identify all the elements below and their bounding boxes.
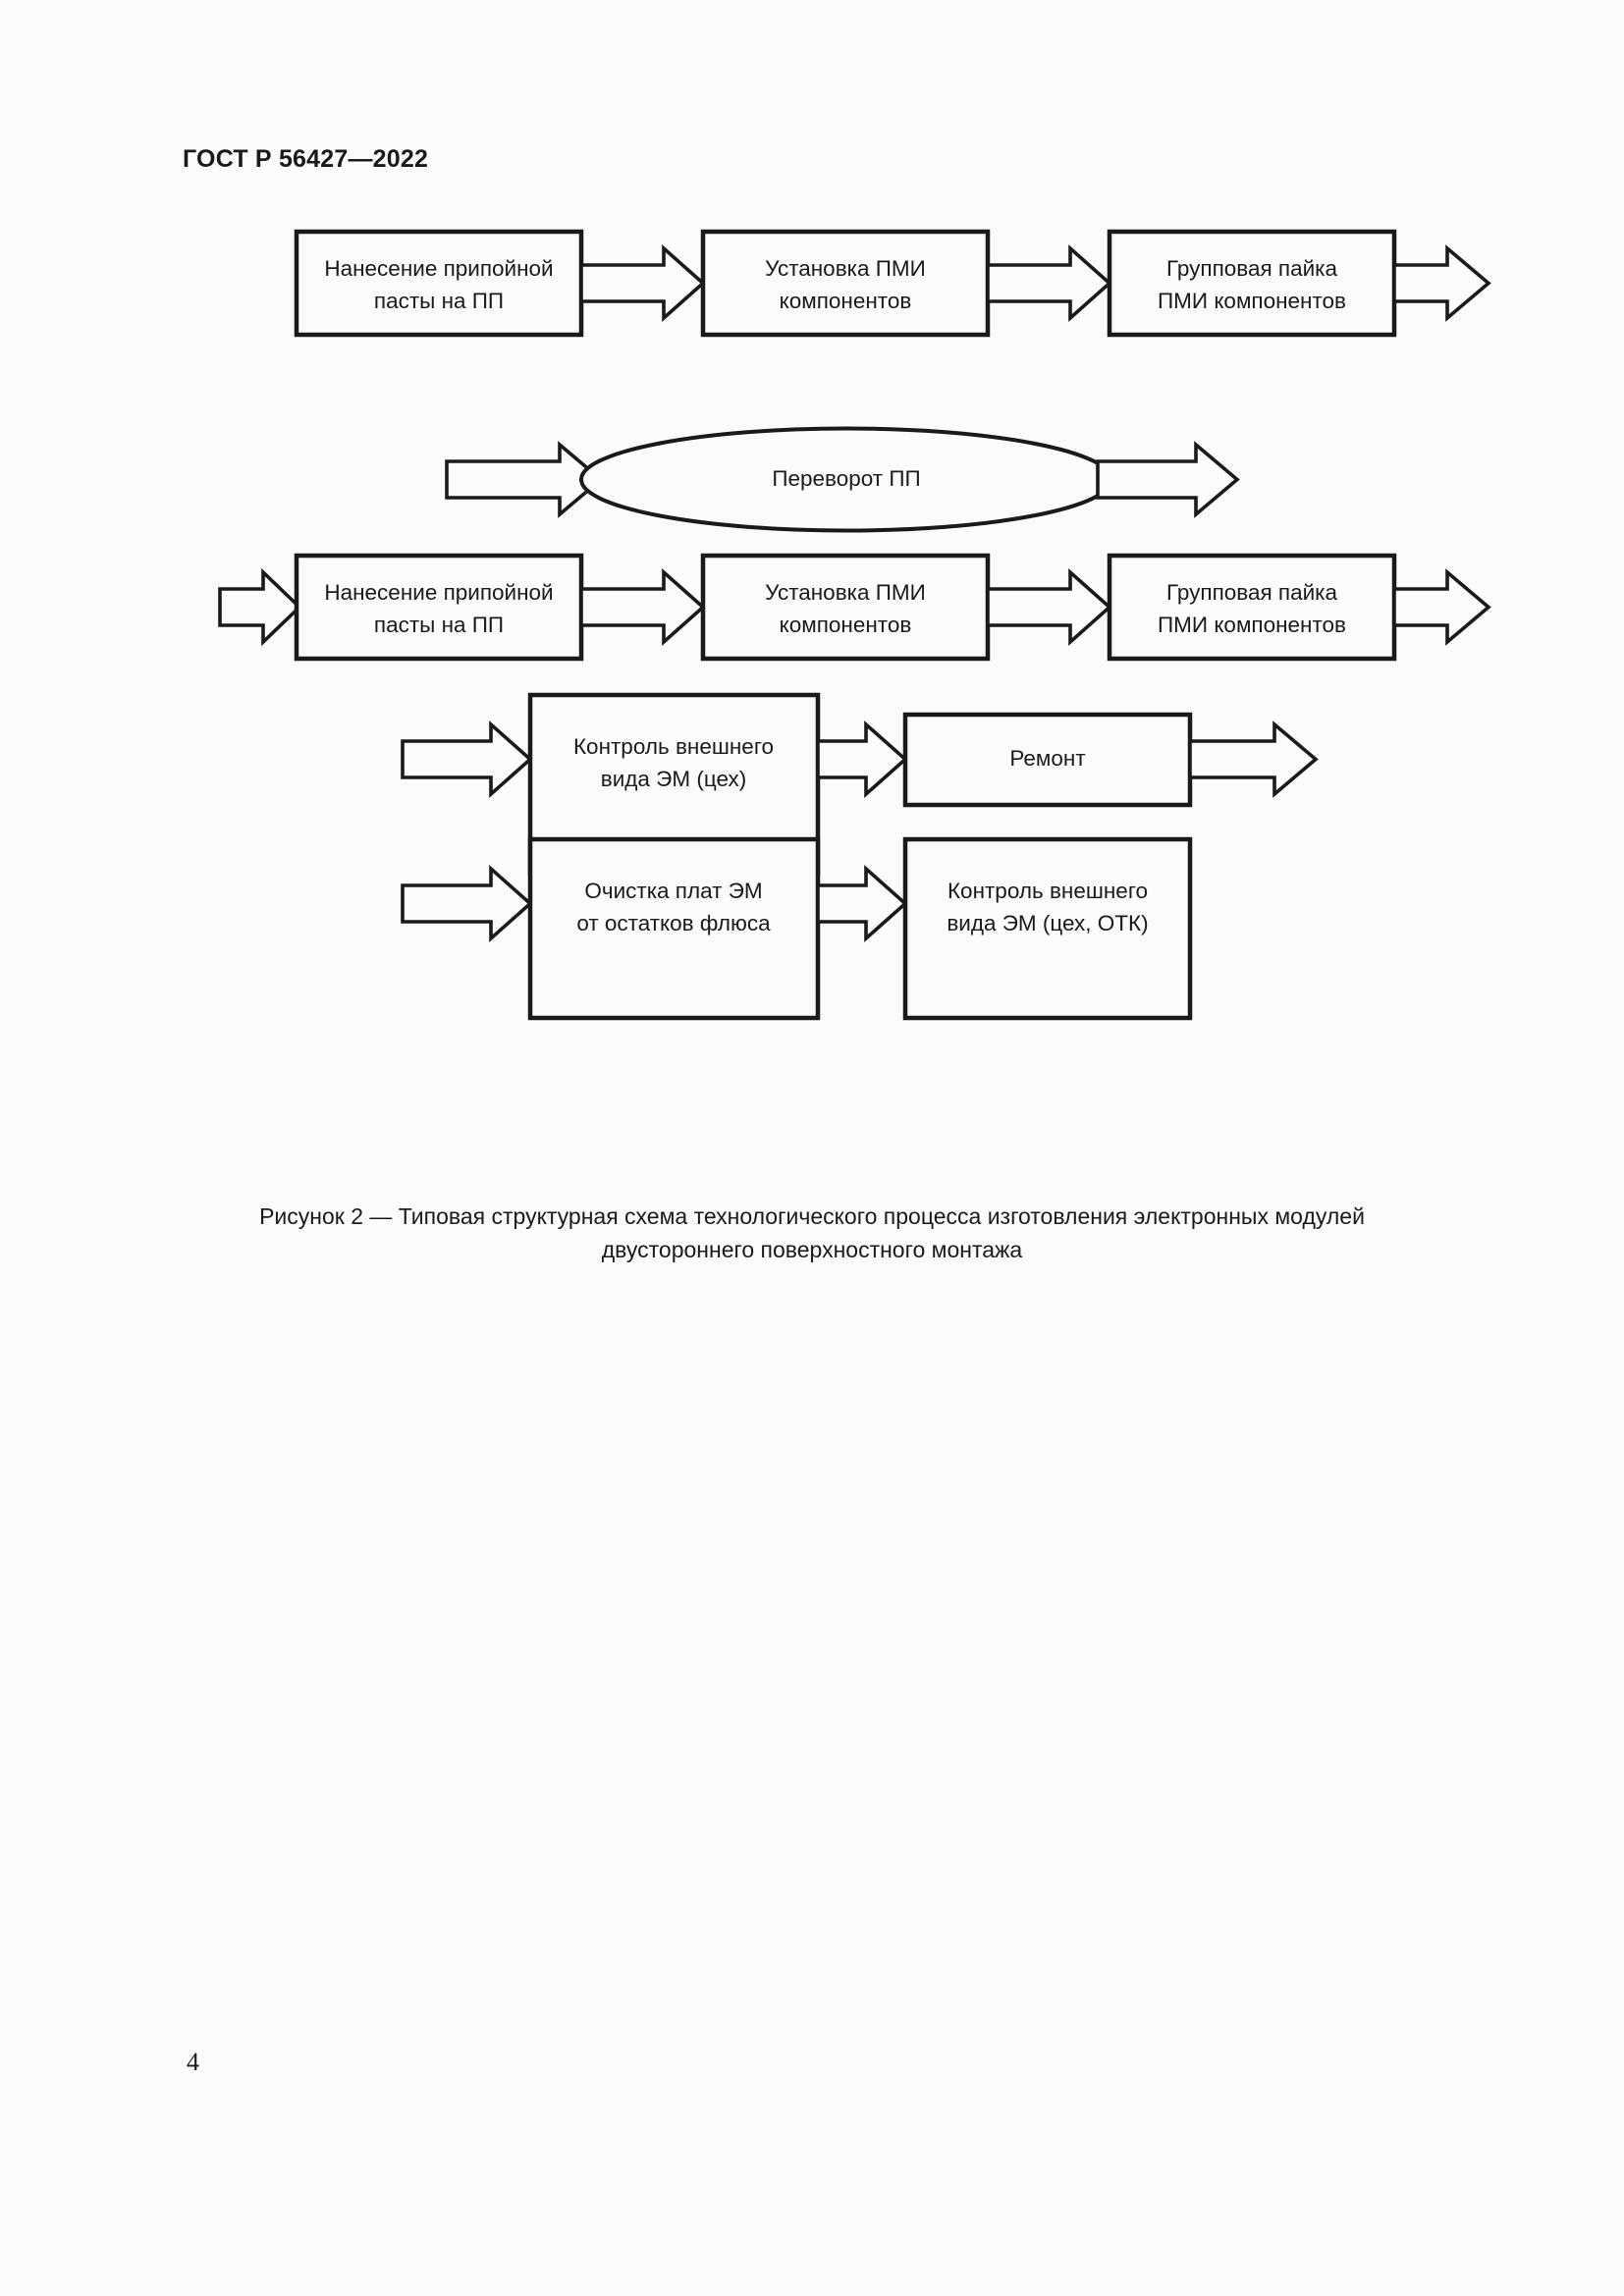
flow-arrow-r3-paste-to-place — [579, 567, 706, 647]
node-box-r3-paste — [294, 553, 584, 662]
node-label-r3-paste-line1: Нанесение припойной — [324, 580, 553, 605]
node-label-r3-place-line2: компонентов — [780, 613, 912, 637]
figure-caption: Рисунок 2 — Типовая структурная схема те… — [183, 1200, 1441, 1266]
flow-arrow-r5-in-to-clean — [401, 864, 533, 943]
node-label-r4-repair: Ремонт — [1009, 746, 1085, 771]
figure-2-diagram: Нанесение припойной пасты на ПП Установк… — [0, 196, 1624, 1207]
node-label-r3-solder-line1: Групповая пайка — [1166, 580, 1338, 605]
node-label-r3-paste-line2: пасты на ПП — [374, 613, 504, 637]
node-label-r5-clean-line2: от остатков флюса — [576, 911, 771, 935]
flow-arrow-r4-repair-out — [1188, 721, 1319, 798]
node-label-r3-solder-line2: ПМИ компонентов — [1158, 613, 1346, 637]
node-label-r5-inspect-line1: Контроль внешнего — [947, 879, 1148, 903]
figure-caption-line2: двустороннего поверхностного монтажа — [601, 1237, 1023, 1262]
node-label-r1-paste-line2: пасты на ПП — [374, 289, 504, 313]
node-label-r3-place-line1: Установка ПМИ — [765, 580, 926, 605]
node-label-r1-solder-line2: ПМИ компонентов — [1158, 289, 1346, 313]
node-box-r1-paste — [294, 229, 584, 338]
node-box-r1-solder — [1107, 229, 1397, 338]
node-label-r1-solder-line1: Групповая пайка — [1166, 256, 1338, 281]
flow-arrow-r1-place-to-solder — [986, 243, 1112, 323]
flow-arrow-r2-in-to-flip — [445, 441, 604, 518]
node-label-r1-paste-line1: Нанесение припойной — [324, 256, 553, 281]
flow-arrow-r1-solder-out — [1392, 244, 1491, 322]
node-label-r4-inspect-line1: Контроль внешнего — [573, 734, 774, 759]
flow-arrow-r2-flip-out — [1096, 441, 1240, 518]
node-label-r1-place-line2: компонентов — [780, 289, 912, 313]
page-number: 4 — [187, 2048, 199, 2076]
node-label-r2-flip: Переворот ПП — [772, 466, 920, 491]
node-box-r5-clean — [527, 836, 821, 1021]
node-label-r5-clean-line1: Очистка плат ЭМ — [584, 879, 762, 903]
node-box-r4-repair — [902, 712, 1193, 808]
node-box-r5-inspect — [902, 836, 1193, 1021]
process-flowchart-svg: Нанесение припойной пасты на ПП Установк… — [218, 229, 1491, 1021]
standard-designation-header: ГОСТ Р 56427—2022 — [183, 145, 429, 173]
flow-arrow-r4-inspect-to-repair — [816, 720, 908, 799]
flow-arrow-r3-solder-out — [1392, 568, 1491, 646]
node-label-r4-inspect-line2: вида ЭМ (цех) — [601, 767, 746, 791]
flow-arrow-r3-place-to-solder — [986, 567, 1112, 647]
figure-caption-line1: Рисунок 2 — Типовая структурная схема те… — [259, 1203, 1365, 1229]
node-box-r1-place — [700, 229, 991, 338]
flow-arrow-r3-in-to-paste — [218, 567, 302, 647]
flow-arrow-r5-clean-to-inspect — [816, 864, 908, 943]
node-label-r1-place-line1: Установка ПМИ — [765, 256, 926, 281]
node-box-r3-place — [700, 553, 991, 662]
node-box-r3-solder — [1107, 553, 1397, 662]
node-label-r5-inspect-line2: вида ЭМ (цех, ОТК) — [947, 911, 1148, 935]
flow-arrow-r1-paste-to-place — [579, 243, 706, 323]
flow-arrow-r4-in-to-inspect — [401, 720, 533, 799]
